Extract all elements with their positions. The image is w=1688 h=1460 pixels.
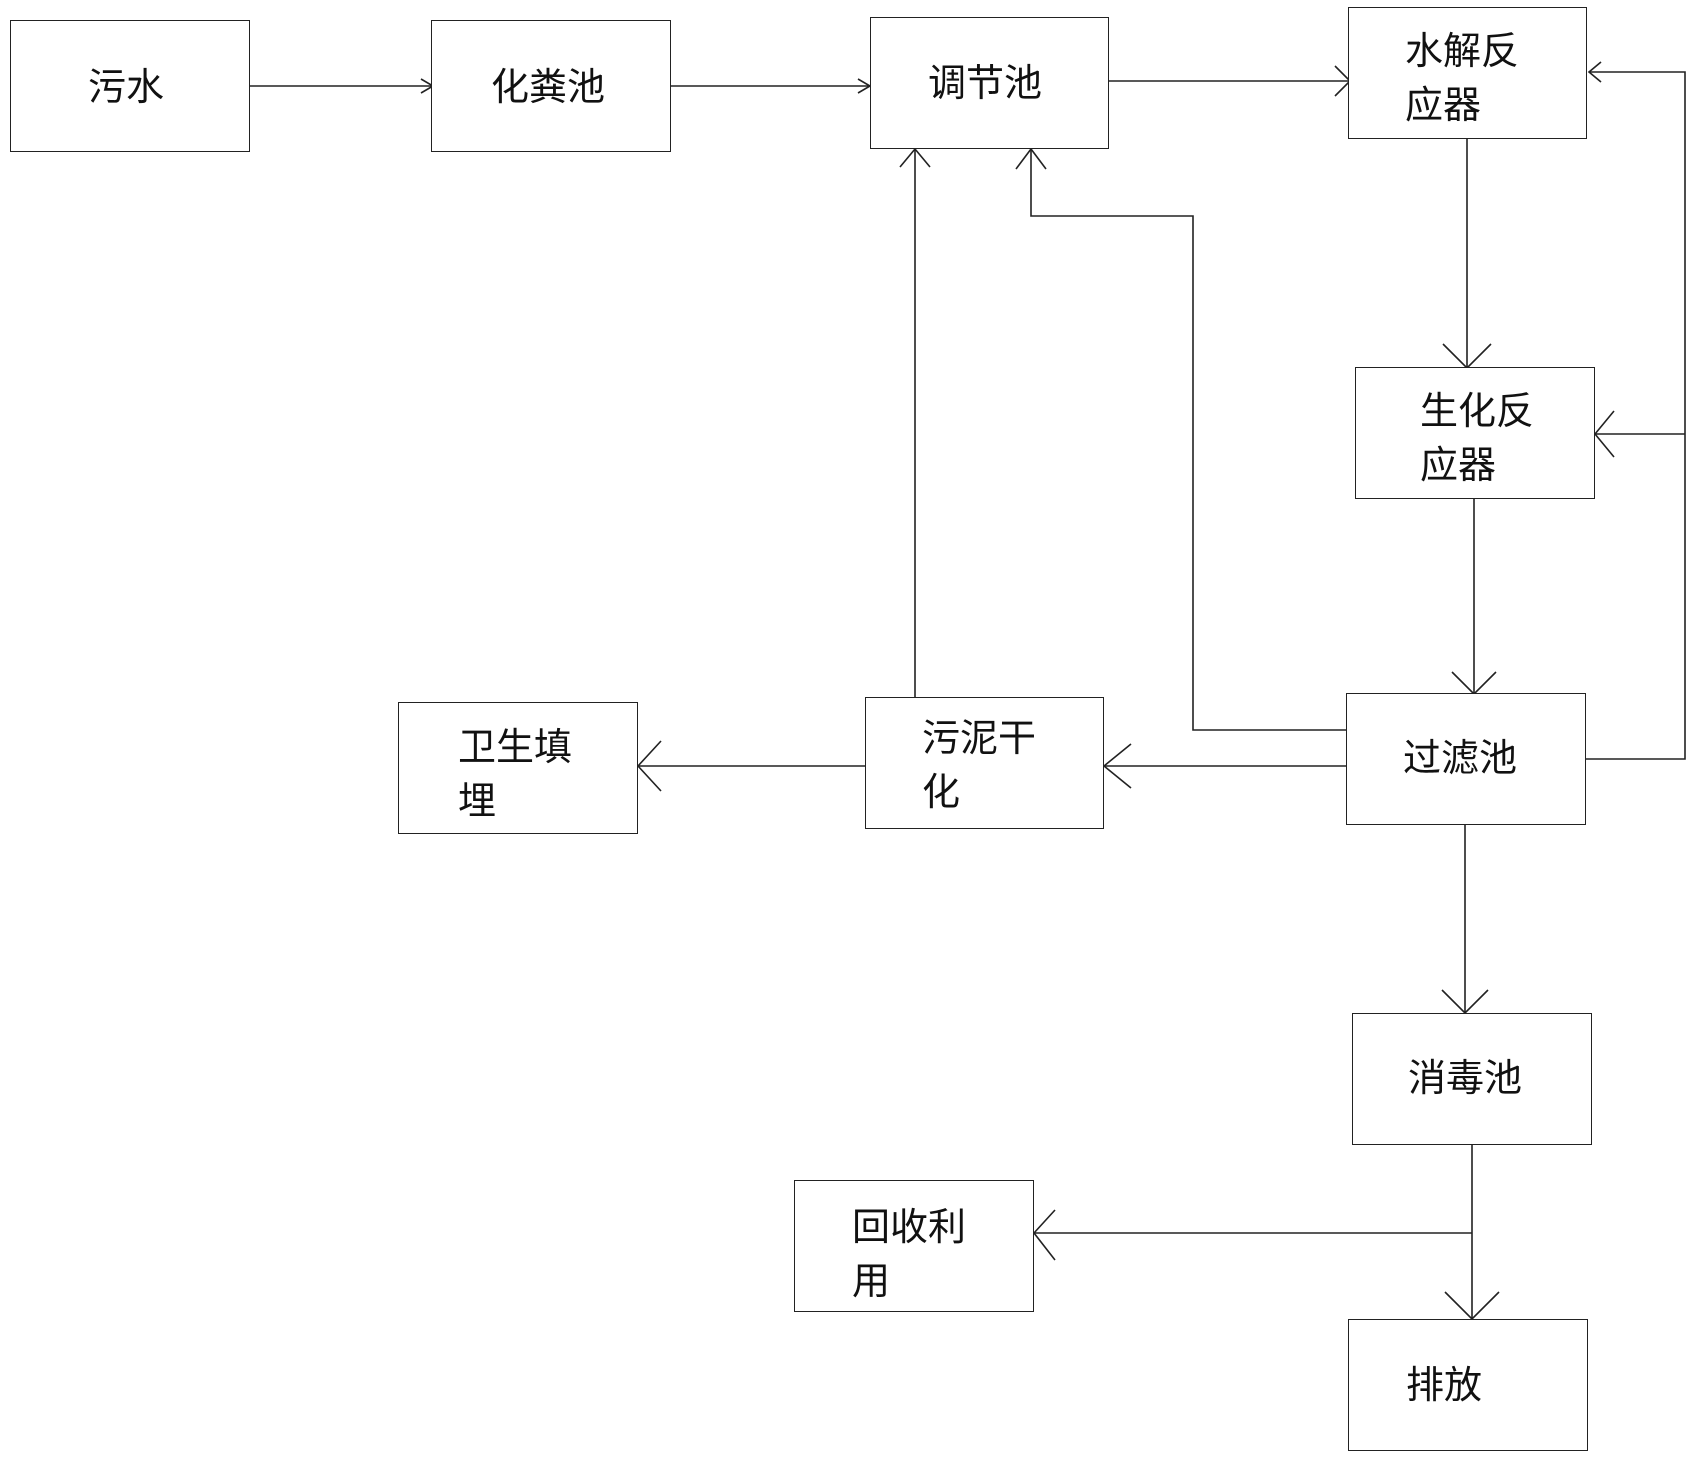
arrowhead-hydrolysis-right: [1587, 61, 1602, 83]
biochemical-reactor-label-line2: 应器: [1420, 443, 1497, 487]
regulating-tank-box: [870, 17, 1109, 149]
sludge-drying-label-line2: 化: [922, 770, 961, 814]
edge-filter-right-loop: [1586, 71, 1686, 760]
regulating-tank-label: 调节池: [928, 61, 1043, 105]
arrowhead-biochemical-right: [1593, 410, 1615, 458]
sanitary-landfill-label-line2: 埋: [458, 779, 497, 823]
recycling-box: [794, 1180, 1034, 1312]
filter-tank-box: [1346, 693, 1586, 825]
edge-filter-regulating-return: [1030, 149, 1346, 731]
arrowhead-regulating-bottom-right: [1015, 147, 1047, 170]
discharge-box: [1348, 1319, 1588, 1451]
recycling-label-line1: 回收利: [852, 1205, 967, 1249]
disinfection-tank-box: [1352, 1013, 1592, 1145]
hydrolysis-reactor-box: [1348, 7, 1587, 139]
sewage-box: [10, 20, 250, 152]
sludge-drying-box: [865, 697, 1104, 829]
biochemical-reactor-box: [1355, 367, 1595, 499]
arrowhead-sludge-right: [1102, 743, 1132, 789]
septic-tank-label: 化粪池: [491, 65, 606, 109]
arrowhead-recycling-right: [1032, 1209, 1056, 1261]
disinfection-tank-label: 消毒池: [1408, 1056, 1523, 1100]
filter-tank-label: 过滤池: [1403, 736, 1518, 780]
sludge-drying-label-line1: 污泥干: [922, 716, 1037, 760]
biochemical-reactor-label-line1: 生化反: [1420, 389, 1535, 433]
hydrolysis-reactor-label-line1: 水解反: [1405, 29, 1520, 73]
sewage-label: 污水: [88, 65, 165, 109]
arrowhead-landfill-right: [636, 740, 662, 792]
arrowhead-regulating-bottom-left: [899, 147, 931, 168]
recycling-label-line2: 用: [852, 1259, 891, 1303]
discharge-label: 排放: [1406, 1363, 1483, 1407]
sanitary-landfill-box: [398, 702, 638, 834]
hydrolysis-reactor-label-line2: 应器: [1405, 83, 1482, 127]
sanitary-landfill-label-line1: 卫生填: [458, 725, 573, 769]
septic-tank-box: [431, 20, 671, 152]
